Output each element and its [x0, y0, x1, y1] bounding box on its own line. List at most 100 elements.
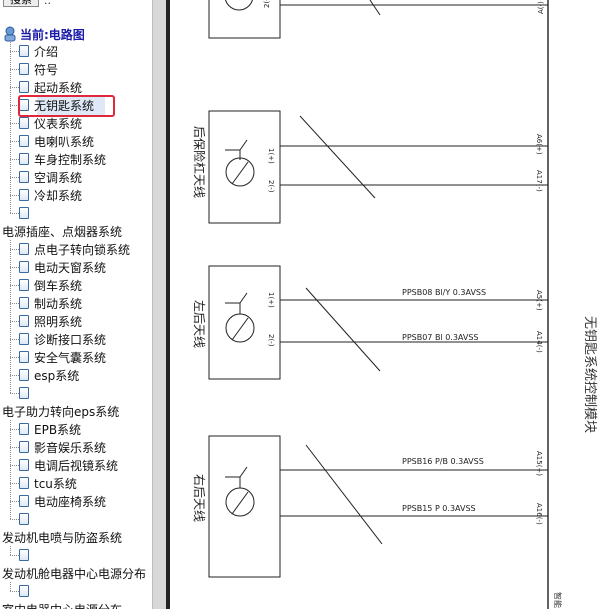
tree-item[interactable]: 仪表系统: [19, 114, 82, 132]
antenna-2-pin-neg: 2(-): [267, 334, 275, 347]
tree-connector: [10, 159, 19, 160]
tree-item[interactable]: [19, 546, 34, 564]
antenna-1-pin-pos: 1(+): [267, 148, 275, 164]
tree-item[interactable]: 介绍: [19, 42, 58, 60]
document-icon: [19, 585, 29, 597]
tree-connector: [10, 483, 19, 484]
tree-category[interactable]: 电子助力转向eps系统: [2, 404, 120, 419]
tree-item[interactable]: 倒车系统: [19, 276, 82, 294]
tree-scrollbar[interactable]: [152, 0, 166, 609]
tree-item[interactable]: [19, 204, 34, 222]
tree-connector: [10, 105, 19, 106]
tree-item[interactable]: 影音娱乐系统: [19, 438, 106, 456]
antenna-2-pin-pos: 1(+): [267, 292, 275, 308]
pin-label-a15: A15(+): [535, 451, 543, 476]
tree-connector: [10, 591, 19, 592]
tree-item[interactable]: [19, 510, 34, 528]
tree-item-label: 起动系统: [34, 80, 83, 95]
top-right-pin-label: A(-): [537, 1, 545, 14]
tree-item[interactable]: 电喇叭系统: [19, 132, 94, 150]
panel-divider[interactable]: [166, 0, 170, 609]
tree-category[interactable]: 发动机电喷与防盗系统: [2, 530, 123, 545]
tree-item-label: 仪表系统: [34, 116, 83, 131]
document-icon: [19, 333, 29, 345]
document-icon: [19, 63, 29, 75]
tree-item[interactable]: 照明系统: [19, 312, 82, 330]
tree-item[interactable]: [19, 384, 34, 402]
search-extra-text: ..: [44, 0, 51, 7]
tree-item-label: esp系统: [34, 368, 80, 383]
wire-twist-3: [305, 444, 383, 545]
document-icon: [19, 117, 29, 129]
tree-category[interactable]: 发动机舱电器中心电源分布: [2, 566, 147, 581]
tree-item-label: 符号: [34, 62, 59, 77]
tree-connector: [10, 420, 11, 519]
tree-item-label: 电喇叭系统: [34, 134, 95, 149]
pin-label-a16: A16(-): [535, 503, 543, 525]
tree-item[interactable]: 符号: [19, 60, 58, 78]
tree-item[interactable]: 起动系统: [19, 78, 82, 96]
tree-item[interactable]: 安全气囊系统: [19, 348, 106, 366]
diagram-viewer: 2(-) A(-) 后保险杠天线 1(+) 2(-) 左后天线 1(+) 2(-…: [170, 0, 610, 609]
wire-top-break: [369, 0, 381, 16]
pin-label-a14: A14(-): [535, 331, 543, 353]
tree-item[interactable]: 制动系统: [19, 294, 82, 312]
antenna-2-name: 左后天线: [192, 300, 207, 348]
document-icon: [19, 513, 29, 525]
tree-category[interactable]: 室内电器中心电源分布: [2, 600, 122, 609]
tree-connector: [10, 69, 19, 70]
tree-item[interactable]: 诊断接口系统: [19, 330, 106, 348]
tree-item[interactable]: EPB系统: [19, 420, 81, 438]
tree-connector: [10, 267, 19, 268]
tree-connector: [10, 141, 19, 142]
tree-connector: [10, 195, 19, 196]
document-icon: [19, 315, 29, 327]
antenna-symbol-top: [225, 0, 253, 11]
document-icon: [19, 189, 29, 201]
wire-label-ppsb08: PPSB08 Bl/Y 0.3AVSS: [402, 288, 486, 297]
tree-item[interactable]: 点电子转向锁系统: [19, 240, 130, 258]
tree-connector: [10, 87, 19, 88]
tree-connector: [10, 519, 19, 520]
wire-label-ppsb07: PPSB07 Bl 0.3AVSS: [402, 333, 479, 342]
document-icon: [19, 45, 29, 57]
tree-root[interactable]: 当前:电路图: [3, 25, 85, 43]
tree-item[interactable]: esp系统: [19, 366, 79, 384]
tree-connector: [10, 51, 19, 52]
tree-connector: [10, 375, 19, 376]
user-globe-icon: [4, 26, 16, 42]
tree-connector: [10, 123, 19, 124]
tree-item[interactable]: 车身控制系统: [19, 150, 106, 168]
tree-item[interactable]: 冷却系统: [19, 186, 82, 204]
tree-connector: [10, 357, 19, 358]
tree-category[interactable]: 电源插座、点烟器系统: [2, 224, 123, 239]
tree-item[interactable]: 电动天窗系统: [19, 258, 106, 276]
tree-connector: [10, 447, 19, 448]
wiring-diagram: 2(-) A(-) 后保险杠天线 1(+) 2(-) 左后天线 1(+) 2(-…: [192, 0, 597, 609]
selected-item-background: [37, 97, 105, 115]
tree-item[interactable]: tcu系统: [19, 474, 77, 492]
pin-label-a6: A6(+): [535, 134, 543, 155]
document-icon: [19, 243, 29, 255]
tree-item[interactable]: 空调系统: [19, 168, 82, 186]
tree-item[interactable]: [19, 582, 34, 600]
module-title: 无钥匙系统控制模块: [582, 316, 597, 433]
document-icon: [19, 279, 29, 291]
tree-connector: [10, 303, 19, 304]
tree-item-label: 倒车系统: [34, 278, 83, 293]
search-button[interactable]: 搜索: [3, 0, 39, 7]
tree-connector: [10, 465, 19, 466]
tree-connector: [10, 249, 19, 250]
wire-label-ppsb15: PPSB15 P 0.3AVSS: [402, 504, 476, 513]
selected-item-highlight: [18, 95, 115, 117]
document-icon: [19, 387, 29, 399]
tree-item-label: 无钥匙系统: [34, 98, 95, 113]
pin-label-a17: A17(-): [535, 170, 543, 192]
wire-twist-2: [305, 287, 381, 372]
antenna-box-1: [208, 110, 281, 224]
antenna-3-name: 右后天线: [192, 474, 207, 522]
antenna-symbol-3: [225, 466, 255, 517]
tree-item[interactable]: 电调后视镜系统: [19, 456, 118, 474]
tree-item[interactable]: 电动座椅系统: [19, 492, 106, 510]
antenna-box-2: [208, 265, 281, 380]
